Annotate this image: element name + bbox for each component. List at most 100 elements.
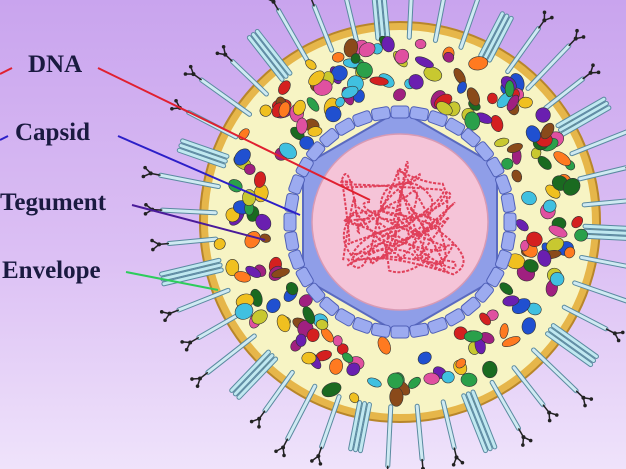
tegument-protein xyxy=(350,53,361,64)
tegument-protein xyxy=(305,59,317,70)
capsomer xyxy=(390,105,410,119)
capsomer xyxy=(500,231,516,252)
glycoprotein-loop xyxy=(478,11,514,63)
glycoprotein-spike xyxy=(458,0,481,50)
capsomer xyxy=(495,249,512,270)
tegument-protein xyxy=(506,143,523,153)
tegument-protein xyxy=(499,282,514,295)
capsomer xyxy=(370,106,391,122)
tegument-protein xyxy=(537,155,552,170)
capsomer xyxy=(460,128,481,148)
capsomer xyxy=(319,296,340,316)
tegument-protein xyxy=(301,351,317,365)
capsomer xyxy=(334,308,356,327)
tegument-protein xyxy=(540,122,555,140)
tegument-protein xyxy=(571,216,584,229)
tegument-protein xyxy=(308,70,325,87)
tegument-protein xyxy=(523,259,539,273)
tegument-protein xyxy=(502,295,520,307)
label-capsid: Capsid xyxy=(15,119,91,146)
leader-stub-capsid xyxy=(0,135,9,141)
tegument-protein xyxy=(562,177,581,196)
capsomer xyxy=(284,231,300,252)
capsomer xyxy=(444,308,466,327)
capsomer xyxy=(352,317,373,334)
tegument-protein xyxy=(543,199,557,213)
tegument-protein xyxy=(521,191,537,206)
leader-stub-dna xyxy=(0,67,13,75)
capsomer xyxy=(370,322,391,338)
glycoprotein-spikes xyxy=(141,0,626,469)
capsomer xyxy=(460,296,481,316)
tegument-protein xyxy=(574,228,588,242)
tegument-protein xyxy=(525,125,541,143)
tegument-protein xyxy=(285,282,299,296)
tegument-protein xyxy=(389,387,404,407)
tegument-protein xyxy=(455,358,467,369)
glycoprotein-spike xyxy=(505,10,554,75)
glycoprotein-spike xyxy=(581,198,626,208)
tegument-protein xyxy=(506,94,520,111)
glycoprotein-spike xyxy=(561,304,625,343)
capsomer xyxy=(486,266,505,288)
tegument-protein xyxy=(511,169,523,183)
tegument-protein xyxy=(515,219,529,232)
glycoprotein-spike xyxy=(569,129,626,157)
tegument-protein xyxy=(234,148,251,166)
capsomer xyxy=(288,174,305,195)
glycoprotein-loop xyxy=(348,400,372,454)
glycoprotein-loop xyxy=(176,138,230,169)
glycoprotein-spike xyxy=(150,236,219,252)
tegument-protein xyxy=(479,312,491,326)
tegument-protein xyxy=(356,61,373,79)
tegument-protein xyxy=(346,362,361,376)
tegument-protein xyxy=(526,231,543,247)
tegument-protein xyxy=(332,52,345,63)
capsomer xyxy=(390,325,410,339)
capsomer xyxy=(409,106,430,122)
tegument-protein xyxy=(535,107,551,123)
glycoprotein-spike xyxy=(531,347,594,408)
capsomer xyxy=(427,110,448,127)
capsomer xyxy=(474,282,494,303)
leader-line-envelope xyxy=(125,271,219,291)
capsomer xyxy=(288,249,305,270)
tegument-protein xyxy=(245,265,261,278)
dna-strand xyxy=(339,160,465,276)
glycoprotein-spike xyxy=(432,0,446,43)
tegument-protein xyxy=(259,104,272,117)
tegument-protein xyxy=(335,97,345,108)
tegument-protein xyxy=(423,66,443,82)
glycoprotein-spike xyxy=(183,64,253,117)
tegument-protein xyxy=(329,358,343,375)
glycoprotein-spike xyxy=(406,0,414,40)
tegument-protein xyxy=(564,246,576,259)
tegument-protein xyxy=(367,377,382,388)
capsomer xyxy=(352,110,373,127)
glycoprotein-spike xyxy=(215,44,269,97)
label-tegument: Tegument xyxy=(0,189,107,216)
tegument-protein xyxy=(417,351,432,365)
tegument-protein xyxy=(414,56,434,69)
tegument-protein xyxy=(293,99,306,116)
tegument-protein xyxy=(307,126,323,137)
tegument-protein xyxy=(276,314,291,333)
tegument-protein xyxy=(251,309,268,325)
tegument-protein xyxy=(279,142,297,160)
tegument-protein xyxy=(377,336,391,355)
glycoprotein-spike xyxy=(310,394,342,466)
tegument-protein xyxy=(441,371,455,384)
dna-genome xyxy=(339,160,465,276)
glycoprotein-spike xyxy=(579,254,626,269)
tegument-protein xyxy=(490,115,504,132)
tegument-protein xyxy=(341,85,359,99)
dna-core xyxy=(311,133,489,311)
tegument-protein xyxy=(436,101,453,116)
glycoprotein-loop xyxy=(246,28,293,82)
glycoprotein-spike xyxy=(543,63,601,111)
tegument-protein xyxy=(553,151,571,166)
tegument-protein xyxy=(225,259,240,276)
capsomer xyxy=(306,141,326,162)
capsomer xyxy=(444,117,466,136)
tegument-protein xyxy=(296,117,308,135)
